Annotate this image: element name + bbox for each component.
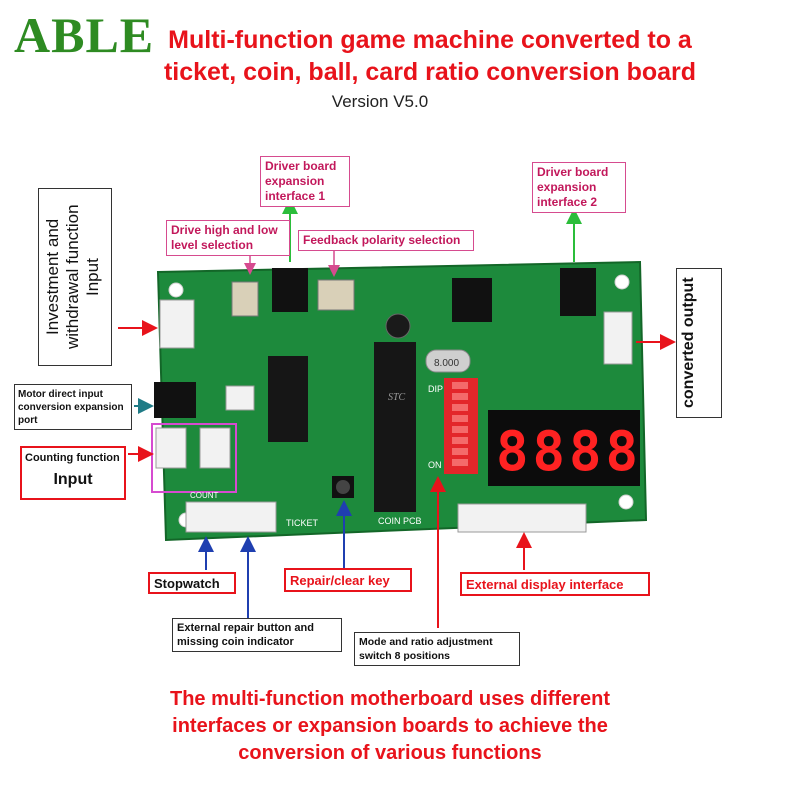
ic-chip-small bbox=[268, 356, 308, 442]
dip-toggles bbox=[452, 382, 468, 466]
slide-switch-1 bbox=[231, 281, 259, 317]
label-driver-board-2: Driver board expansion interface 2 bbox=[532, 162, 626, 213]
repair-button-cap bbox=[336, 480, 350, 494]
transistor-3 bbox=[560, 268, 596, 316]
counting-connector-a bbox=[155, 427, 187, 469]
capacitor bbox=[385, 313, 411, 339]
seven-segment-display bbox=[488, 410, 640, 486]
slide-switch-2 bbox=[317, 279, 355, 311]
silk-ticket: TICKET bbox=[286, 518, 319, 528]
title-line-1: Multi-function game machine converted to… bbox=[168, 26, 692, 54]
label-drive-level: Drive high and low level selection bbox=[166, 220, 290, 256]
ic-chip-main bbox=[374, 342, 416, 512]
label-driver-board-1: Driver board expansion interface 1 bbox=[260, 156, 350, 207]
output-connector bbox=[603, 311, 633, 365]
footer-description: The multi-function motherboard uses diff… bbox=[40, 686, 740, 767]
label-repair-clear: Repair/clear key bbox=[284, 568, 412, 592]
mount-hole bbox=[618, 494, 634, 510]
external-display-connector bbox=[457, 503, 587, 533]
transistor-1 bbox=[272, 268, 308, 312]
label-converted-output: converted output bbox=[676, 268, 722, 418]
label-stopwatch: Stopwatch bbox=[148, 572, 236, 594]
label-feedback-polarity: Feedback polarity selection bbox=[298, 230, 474, 251]
mount-hole bbox=[614, 274, 630, 290]
count-connector bbox=[185, 501, 277, 533]
dip-on-label: ON bbox=[428, 460, 442, 470]
footer-line-1: The multi-function motherboard uses diff… bbox=[169, 688, 610, 710]
dip-label: DIP bbox=[428, 384, 443, 394]
footer-line-3: conversion of various functions bbox=[238, 742, 542, 764]
label-counting-input: Input bbox=[53, 471, 93, 488]
silk-coin: COIN PCB bbox=[378, 516, 422, 526]
connector-small bbox=[225, 385, 255, 411]
label-counting: Counting function Input bbox=[20, 446, 126, 500]
label-motor-direct: Motor direct input conversion expansion … bbox=[14, 384, 132, 430]
label-external-display: External display interface bbox=[460, 572, 650, 596]
motor-connector bbox=[154, 382, 196, 418]
footer-line-2: interfaces or expansion boards to achiev… bbox=[172, 715, 608, 737]
title-line-2: ticket, coin, ball, card ratio conversio… bbox=[163, 58, 697, 86]
label-counting-function: Counting function bbox=[25, 452, 120, 464]
version-label: Version V5.0 bbox=[331, 92, 429, 111]
brand-logo: ABLE bbox=[14, 7, 155, 63]
silk-count: COUNT bbox=[190, 491, 219, 500]
crystal bbox=[425, 349, 471, 373]
counting-connector-b bbox=[199, 427, 231, 469]
label-mode-ratio: Mode and ratio adjustment switch 8 posit… bbox=[354, 632, 520, 666]
mount-hole bbox=[168, 282, 184, 298]
display-digits: 8888 bbox=[496, 420, 642, 483]
label-investment-input: Investment and withdrawal function Input bbox=[38, 188, 112, 366]
transistor-2 bbox=[452, 278, 492, 322]
chip-label: STC bbox=[388, 392, 406, 403]
crystal-label: 8.000 bbox=[434, 358, 459, 369]
label-external-repair: External repair button and missing coin … bbox=[172, 618, 342, 652]
input-connector bbox=[159, 299, 195, 349]
